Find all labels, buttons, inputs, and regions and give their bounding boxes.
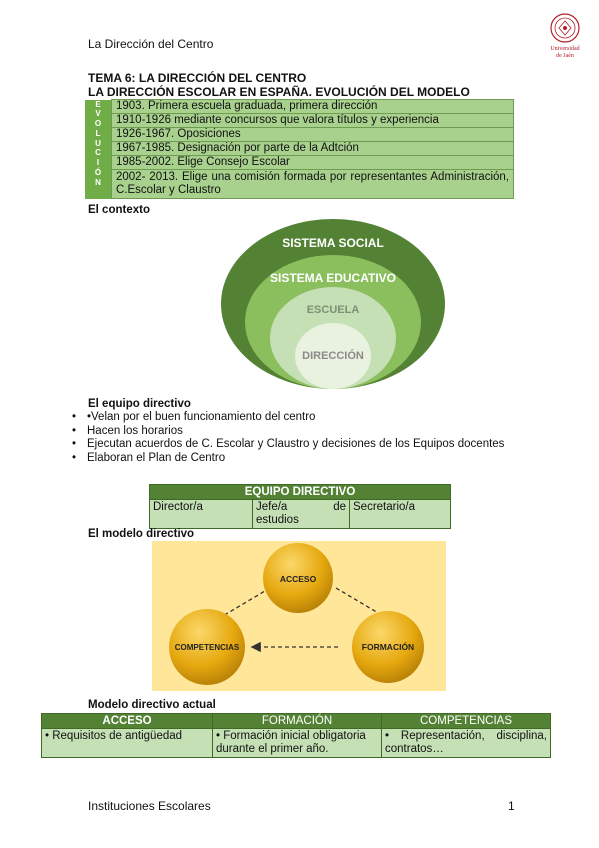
- list-item: Ejecutan acuerdos de C. Escolar y Claust…: [72, 438, 516, 452]
- evolution-letter: E: [95, 99, 101, 109]
- evolution-vertical-label: E V O L U C I Ó N: [85, 99, 112, 199]
- current-model-table: ACCESO FORMACIÓN COMPETENCIAS Requisitos…: [41, 713, 551, 758]
- node-label-formacion: FORMACIÓN: [362, 641, 414, 652]
- evolution-row: 1910-1926 mediante concursos que valora …: [111, 113, 514, 128]
- node-formacion: [352, 611, 424, 683]
- evolution-row: 2002- 2013. Elige una comisión formada p…: [111, 169, 514, 199]
- evolution-letter: N: [95, 177, 101, 187]
- list-item: Elaboran el Plan de Centro: [72, 452, 516, 466]
- column-header: COMPETENCIAS: [381, 713, 551, 729]
- ring-direccion: [295, 323, 371, 389]
- page-number: 1: [508, 799, 515, 813]
- table-cell: Representación, disciplina, contratos…: [381, 728, 551, 758]
- context-heading: El contexto: [88, 204, 150, 216]
- team-table: EQUIPO DIRECTIVO Director/a Jefe/a de es…: [149, 484, 451, 529]
- university-name-line2: de Jaén: [556, 53, 574, 59]
- ring-label-direccion: DIRECCIÓN: [302, 349, 364, 362]
- model-diagram: ACCESO FORMACIÓN COMPETENCIAS: [169, 543, 424, 685]
- evolution-row: 1926-1967. Oposiciones: [111, 127, 514, 142]
- footer-course-name: Instituciones Escolares: [88, 799, 211, 813]
- evolution-row: 1985-2002. Elige Consejo Escolar: [111, 155, 514, 170]
- node-label-competencias: COMPETENCIAS: [175, 643, 240, 652]
- section-title: LA DIRECCIÓN ESCOLAR EN ESPAÑA. EVOLUCIÓ…: [88, 85, 470, 99]
- evolution-table: E V O L U C I Ó N 1903. Primera escuela …: [85, 99, 514, 199]
- cell-text: Requisitos de antigüedad: [45, 730, 182, 742]
- topic-title: TEMA 6: LA DIRECCIÓN DEL CENTRO: [88, 71, 307, 85]
- team-heading: El equipo directivo: [88, 398, 191, 410]
- evolution-letter: O: [94, 119, 102, 129]
- evolution-row: 1967-1985. Designación por parte de la A…: [111, 141, 514, 156]
- node-acceso: [263, 543, 333, 613]
- cell-text: Formación inicial obligatoria durante el…: [216, 730, 366, 755]
- column-header: ACCESO: [41, 713, 213, 729]
- list-item: Hacen los horarios: [72, 425, 516, 439]
- table-cell: Formación inicial obligatoria durante el…: [212, 728, 382, 758]
- team-bullet-list: •Velan por el buen funcionamiento del ce…: [72, 411, 516, 465]
- node-label-acceso: ACCESO: [280, 574, 317, 584]
- current-model-heading: Modelo directivo actual: [88, 699, 216, 711]
- node-competencias: [169, 609, 245, 685]
- evolution-letter: I: [96, 158, 100, 168]
- ring-label-social: SISTEMA SOCIAL: [282, 236, 384, 250]
- ring-label-educativo: SISTEMA EDUCATIVO: [270, 271, 396, 285]
- evolution-letter: U: [95, 138, 101, 148]
- university-seal-icon: [550, 13, 580, 43]
- list-item: •Velan por el buen funcionamiento del ce…: [72, 411, 516, 425]
- team-member-cell: Jefe/a de estudios: [252, 499, 350, 529]
- university-name-line1: Universidad: [550, 46, 580, 52]
- team-member-cell: Director/a: [149, 499, 253, 529]
- evolution-letter: Ó: [94, 168, 102, 178]
- table-cell: Requisitos de antigüedad: [41, 728, 213, 758]
- evolution-letter: V: [95, 109, 101, 119]
- evolution-letter: L: [95, 128, 101, 138]
- university-name: Universidad de Jaén: [545, 46, 585, 60]
- ring-label-escuela: ESCUELA: [307, 304, 360, 316]
- model-heading: El modelo directivo: [88, 528, 195, 540]
- evolution-row: 1903. Primera escuela graduada, primera …: [111, 99, 514, 114]
- page-header: La Dirección del Centro: [88, 37, 214, 51]
- evolution-letter: C: [95, 148, 101, 158]
- team-table-header: EQUIPO DIRECTIVO: [149, 484, 451, 500]
- context-diagram: SISTEMA SOCIAL SISTEMA EDUCATIVO ESCUELA…: [221, 219, 445, 389]
- team-member-cell: Secretario/a: [349, 499, 451, 529]
- cell-text: Representación, disciplina, contratos…: [385, 730, 547, 755]
- column-header: FORMACIÓN: [212, 713, 382, 729]
